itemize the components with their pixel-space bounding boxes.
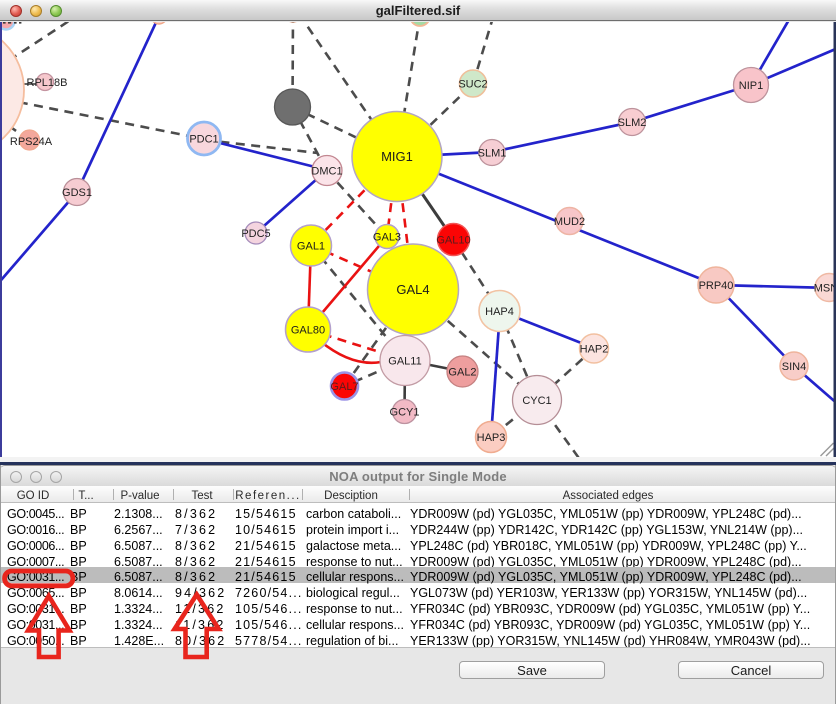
svg-text:RPS24A: RPS24A (10, 136, 53, 148)
svg-text:SIN4: SIN4 (782, 361, 806, 373)
svg-text:DMC1: DMC1 (311, 166, 342, 178)
svg-text:MIG1: MIG1 (381, 149, 413, 164)
svg-text:HAP2: HAP2 (580, 344, 609, 356)
svg-text:GAL2: GAL2 (448, 367, 476, 379)
svg-text:GAL7: GAL7 (330, 381, 358, 393)
svg-text:SLM1: SLM1 (478, 148, 507, 160)
svg-text:GDS1: GDS1 (62, 187, 92, 199)
svg-text:HAP4: HAP4 (485, 306, 514, 318)
svg-text:RPL18B: RPL18B (27, 77, 68, 89)
svg-text:SLM2: SLM2 (618, 117, 647, 129)
svg-text:GAL10: GAL10 (436, 235, 470, 247)
svg-text:GAL11: GAL11 (388, 356, 421, 368)
svg-text:MUD2: MUD2 (554, 216, 585, 228)
svg-text:GAL80: GAL80 (291, 325, 325, 337)
svg-text:CYC1: CYC1 (522, 395, 551, 407)
svg-text:GAL1: GAL1 (297, 241, 325, 253)
svg-text:GAL4: GAL4 (396, 282, 429, 297)
svg-text:HAP3: HAP3 (477, 432, 506, 444)
svg-text:MSN5: MSN5 (814, 283, 836, 295)
svg-text:PDC5: PDC5 (241, 228, 270, 240)
svg-text:NIP1: NIP1 (739, 80, 763, 92)
svg-text:GAL3: GAL3 (373, 232, 401, 244)
svg-text:PDC1: PDC1 (189, 134, 218, 146)
svg-text:SUC2: SUC2 (458, 79, 487, 91)
svg-text:GCY1: GCY1 (390, 407, 420, 419)
svg-text:PRP40: PRP40 (699, 280, 734, 292)
